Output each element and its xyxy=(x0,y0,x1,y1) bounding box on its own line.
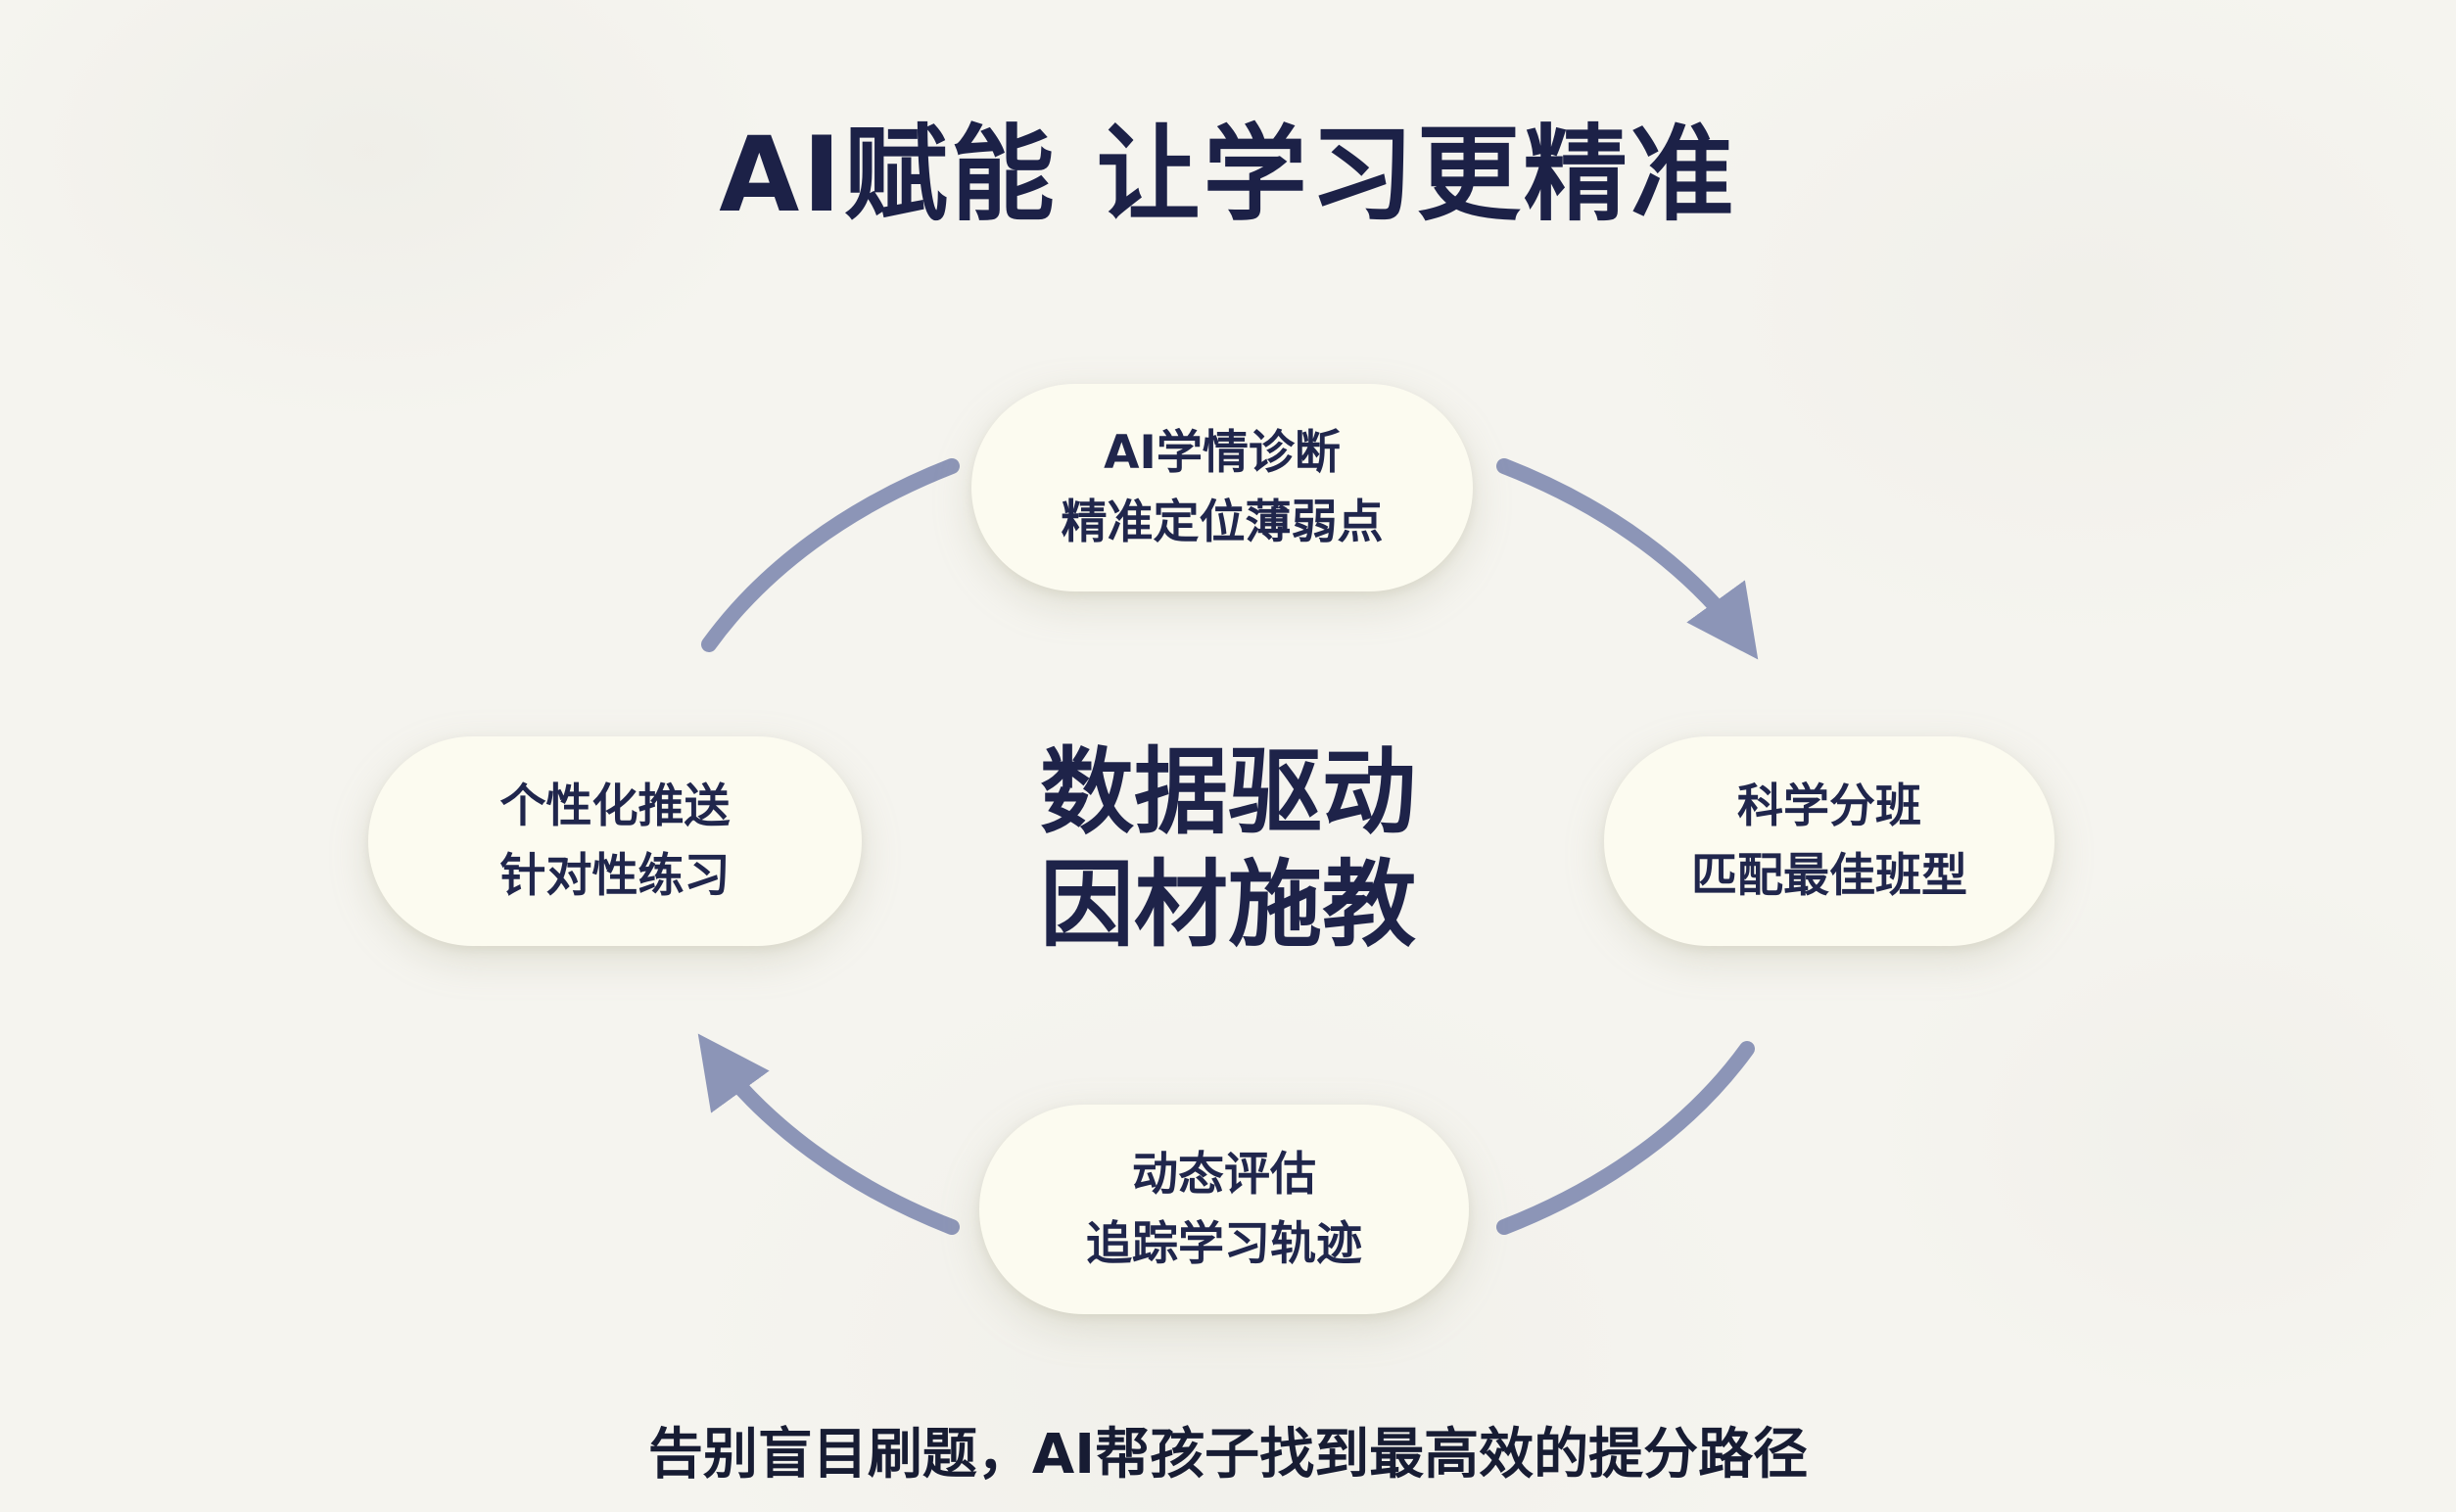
node-ai-diagnosis-line2: 精准定位薄弱点 xyxy=(1061,496,1384,549)
node-ai-diagnosis: AI学情诊断 精准定位薄弱点 xyxy=(971,384,1473,591)
node-personalized-practice-line1: 个性化推送 xyxy=(499,779,731,833)
center-slogan-line2: 因材施教 xyxy=(1040,850,1416,961)
page-title: AI赋能 让学习更精准 xyxy=(719,115,1737,235)
node-class-placement-line1: 科学分班 xyxy=(1737,779,1921,833)
node-class-placement-line2: 匹配最佳班型 xyxy=(1691,849,1967,903)
node-dynamic-assessment-line1: 动态评估 xyxy=(1132,1147,1316,1202)
center-slogan-line1: 数据驱动 xyxy=(1040,737,1416,847)
node-dynamic-assessment: 动态评估 追踪学习轨迹 xyxy=(979,1105,1469,1314)
node-dynamic-assessment-line2: 追踪学习轨迹 xyxy=(1086,1217,1362,1271)
node-class-placement: 科学分班 匹配最佳班型 xyxy=(1604,736,2055,946)
bottom-caption: 告别盲目刷题，AI帮孩子找到最高效的提分路径 xyxy=(647,1423,1809,1487)
arc-left-to-top-icon xyxy=(701,458,960,652)
center-slogan: 数据驱动 因材施教 xyxy=(0,736,2456,962)
node-personalized-practice-line2: 针对性练习 xyxy=(499,849,731,903)
arc-right-to-bottom-icon xyxy=(1496,1041,1755,1235)
arrow-top-to-right-icon xyxy=(1496,458,1759,660)
node-ai-diagnosis-line1: AI学情诊断 xyxy=(1104,425,1341,480)
arrow-bottom-to-left-icon xyxy=(697,1033,960,1235)
node-personalized-practice: 个性化推送 针对性练习 xyxy=(368,736,862,946)
